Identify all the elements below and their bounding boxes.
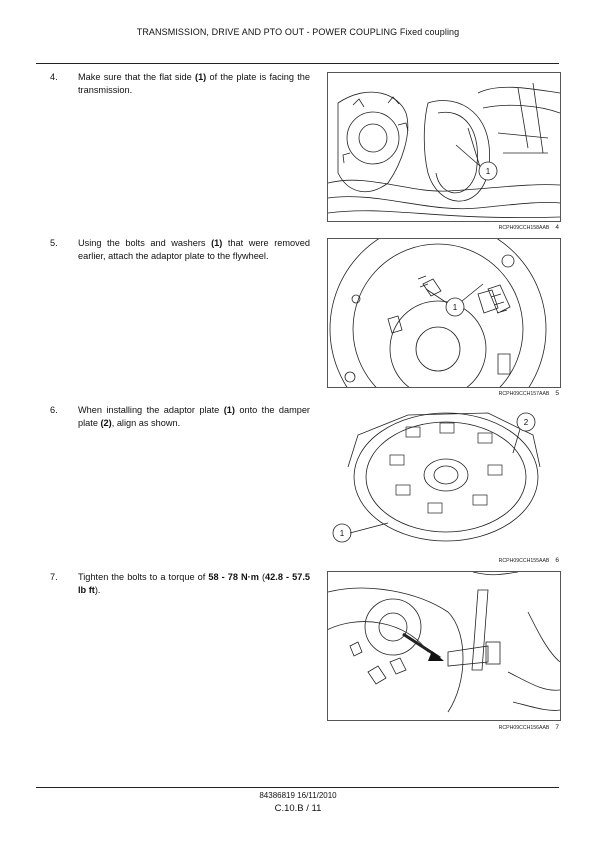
step-number: 6. [50,405,58,415]
step-number: 4. [50,72,58,82]
step-text: When installing the adaptor plate (1) on… [78,405,310,428]
footer-doc-id: 84386819 16/11/2010 [259,791,337,800]
figure-adaptor-damper-alignment: 1 2 [327,404,561,554]
step-number: 7. [50,572,58,582]
callout-label: 1 [486,167,491,176]
step-text: Make sure that the flat side (1) of the … [78,72,310,95]
footer-page-number: C.10.B / 11 [274,803,322,814]
figure-flat-side-plate: 1 [327,72,561,222]
footer-rule [36,787,559,788]
step-text: Using the bolts and washers (1) that wer… [78,238,310,261]
figure-torque-bolts [327,571,561,721]
step-number: 5. [50,238,58,248]
header-rule [36,63,559,64]
callout-label: 1 [340,529,345,538]
figure-adaptor-plate-flywheel: 1 [327,238,561,388]
step-text: Tighten the bolts to a torque of 58 - 78… [78,572,310,595]
page-header: TRANSMISSION, DRIVE AND PTO OUT - POWER … [136,27,460,37]
callout-label: 1 [453,303,458,312]
callout-label: 2 [524,418,529,427]
